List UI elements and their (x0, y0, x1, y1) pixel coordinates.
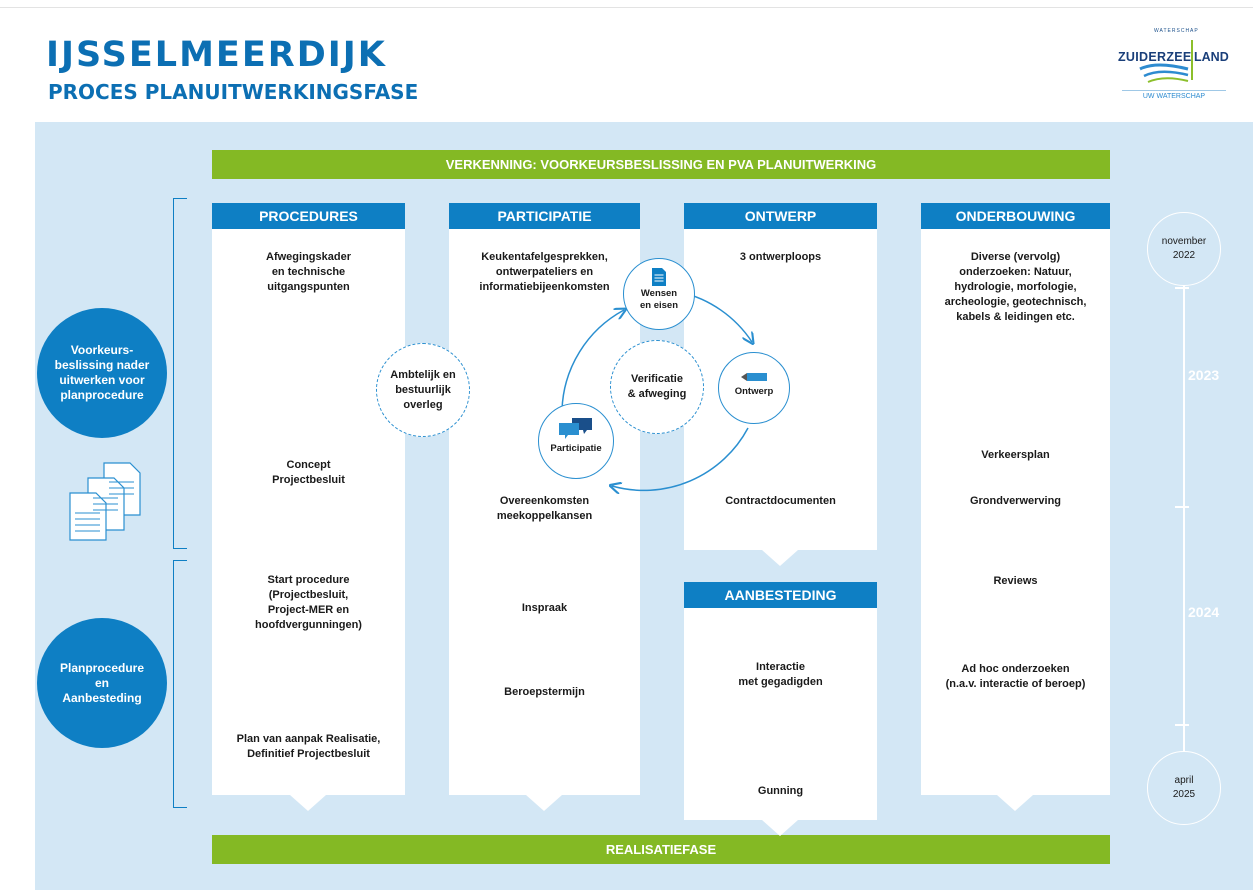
verificatie-circle: Verificatie & afweging (610, 340, 704, 434)
page-title: IJSSELMEERDIJK (46, 35, 387, 75)
onderbouwing-item-ad-hoc: Ad hoc onderzoeken (n.a.v. interactie of… (945, 663, 1086, 690)
column-onderbouwing (921, 203, 1110, 795)
ontwerp-arrow (762, 550, 798, 566)
ontwerp-item-ontwerploops: 3 ontwerploops (739, 251, 822, 263)
ontwerp-item-contractdocumenten: Contractdocumenten (725, 495, 836, 507)
logo-name-right: LAND (1194, 50, 1229, 64)
aanbesteding-item-interactie: Interactie met gegadigden (738, 661, 823, 688)
procedures-item-start-procedure: Start procedure (Projectbesluit, Project… (255, 574, 362, 631)
phase1-label: Voorkeurs- beslissing nader uitwerken vo… (54, 343, 150, 402)
chat-bubbles-icon (559, 418, 592, 439)
timeline-tick (1175, 506, 1189, 508)
bracket-phase2 (173, 560, 187, 808)
onderbouwing-item-verkeersplan: Verkeersplan (981, 449, 1050, 461)
header-aanbesteding: AANBESTEDING (684, 582, 877, 608)
column-aanbesteding (684, 582, 877, 820)
wensen-label: Wensen en eisen (639, 288, 679, 311)
onderbouwing-item-grondverwerving: Grondverwerving (969, 495, 1062, 507)
column-participatie (449, 203, 640, 795)
phase-voorkeursbeslissing: Voorkeurs- beslissing nader uitwerken vo… (37, 308, 167, 438)
timeline-year-2023: 2023 (1188, 367, 1220, 383)
pencil-icon (741, 373, 767, 381)
logo-name-left: ZUIDERZEE (1118, 50, 1192, 64)
documents-icon (69, 462, 141, 541)
participatie-item-keukentafel: Keukentafelgesprekken, ontwerpateliers e… (479, 251, 610, 293)
procedures-item-plan-van-aanpak: Plan van aanpak Realisatie, Definitief P… (236, 733, 381, 760)
overleg-circle: Ambtelijk en bestuurlijk overleg (376, 343, 470, 437)
participatie-item-overeenkomsten: Overeenkomsten meekoppelkansen (496, 495, 593, 522)
logo-wave-icon (1139, 63, 1189, 83)
participatie-node-label: Participatie (550, 443, 602, 454)
logo-small-text: WATERSCHAP (1154, 28, 1199, 34)
verificatie-label: Verificatie & afweging (627, 373, 687, 400)
procedures-item-concept-projectbesluit: Concept Projectbesluit (272, 459, 345, 486)
participatie-node: Participatie (538, 403, 614, 479)
timeline-end-circle: april 2025 (1147, 751, 1221, 825)
timeline-tick (1175, 287, 1189, 289)
zuiderzeeland-logo: WATERSCHAP ZUIDERZEE LAND UW WATERSCHAP (1118, 28, 1229, 104)
ontwerp-node-label: Ontwerp (734, 386, 774, 397)
header-participatie: PARTICIPATIE (449, 203, 640, 229)
timeline-year-2024: 2024 (1188, 604, 1220, 620)
column-procedures (212, 203, 405, 795)
aanbesteding-arrow (762, 820, 798, 836)
bracket-phase1 (173, 198, 187, 549)
participatie-item-inspraak: Inspraak (521, 602, 568, 614)
phase2-label: Planprocedure en Aanbesteding (59, 660, 145, 705)
realisatiefase-bar: REALISATIEFASE (212, 835, 1110, 864)
document-icon (652, 268, 666, 286)
timeline-start-label: november 2022 (1161, 236, 1207, 261)
participatie-item-beroepstermijn: Beroepstermijn (504, 686, 585, 698)
phase-planprocedure: Planprocedure en Aanbesteding (37, 618, 167, 748)
timeline-end-label: april 2025 (1172, 775, 1196, 800)
wensen-node: Wensen en eisen (623, 258, 695, 330)
logo-divider (1191, 40, 1193, 80)
header-onderbouwing: ONDERBOUWING (921, 203, 1110, 229)
header-ontwerp: ONTWERP (684, 203, 877, 229)
procedures-arrow (290, 795, 326, 811)
onderbouwing-arrow (997, 795, 1033, 811)
top-border (0, 0, 1253, 8)
aanbesteding-item-gunning: Gunning (757, 785, 804, 797)
timeline-start-circle: november 2022 (1147, 212, 1221, 286)
onderbouwing-item-reviews: Reviews (993, 575, 1038, 587)
participatie-arrow (526, 795, 562, 811)
timeline-line (1183, 275, 1185, 755)
header-procedures: PROCEDURES (212, 203, 405, 229)
ontwerp-node: Ontwerp (718, 352, 790, 424)
procedures-item-afwegingskader: Afwegingskader en technische uitgangspun… (266, 251, 351, 293)
overleg-label: Ambtelijk en bestuurlijk overleg (390, 368, 456, 411)
logo-tagline: UW WATERSCHAP (1122, 90, 1226, 103)
timeline-tick (1175, 724, 1189, 726)
onderbouwing-item-onderzoeken: Diverse (vervolg) onderzoeken: Natuur, h… (944, 251, 1087, 323)
page-subtitle: PROCES PLANUITWERKINGSFASE (48, 80, 419, 104)
verkenning-bar: VERKENNING: VOORKEURSBESLISSING EN PVA P… (212, 150, 1110, 179)
